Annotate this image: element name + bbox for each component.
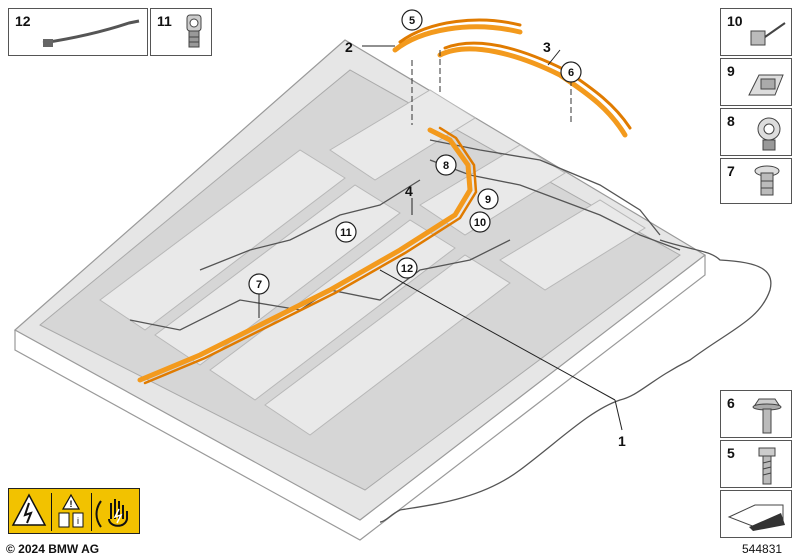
part-box-5: 5 xyxy=(720,440,792,488)
clip-icon xyxy=(750,22,786,46)
part-number: 5 xyxy=(727,445,735,461)
part-box-6: 6 xyxy=(720,390,792,438)
part-number: 11 xyxy=(157,13,172,29)
part-number: 9 xyxy=(727,63,735,79)
svg-text:9: 9 xyxy=(485,194,491,206)
callout-7: 7 xyxy=(248,273,270,318)
bracket-icon xyxy=(748,74,784,96)
label-2: 2 xyxy=(345,39,353,55)
grommet-icon xyxy=(186,14,202,48)
part-number: 6 xyxy=(727,395,735,411)
assembly-reference-box xyxy=(720,490,792,538)
part-box-9: 9 xyxy=(720,58,792,106)
cable-tie-icon xyxy=(42,19,140,47)
label-4: 4 xyxy=(405,183,413,199)
svg-text:11: 11 xyxy=(340,227,352,239)
part-box-8: 8 xyxy=(720,108,792,156)
flange-bolt-icon xyxy=(752,398,782,434)
document-number: 544831 xyxy=(742,542,783,556)
callout-12: 12 xyxy=(396,257,418,279)
callout-6: 6 xyxy=(560,61,582,83)
part-box-7: 7 xyxy=(720,158,792,204)
high-voltage-warning: ! i xyxy=(8,488,140,534)
part-number: 12 xyxy=(15,13,31,29)
svg-text:7: 7 xyxy=(256,279,262,291)
svg-text:6: 6 xyxy=(568,67,574,79)
callout-8: 8 xyxy=(435,154,457,176)
part-box-10: 10 xyxy=(720,8,792,56)
svg-text:i: i xyxy=(77,516,79,526)
svg-text:8: 8 xyxy=(443,160,449,172)
screw-icon xyxy=(758,447,776,485)
part-number: 10 xyxy=(727,13,743,29)
callout-5: 5 xyxy=(401,9,423,31)
cable-clamp-icon xyxy=(757,117,781,151)
copyright-notice: © 2024 BMW AG xyxy=(6,542,100,556)
label-1: 1 xyxy=(618,433,626,449)
high-voltage-cable xyxy=(137,18,632,385)
leader-lines xyxy=(362,45,623,431)
battery-tray xyxy=(13,39,707,541)
arrow-right-icon xyxy=(727,504,785,531)
part-box-12: 12 xyxy=(8,8,148,56)
label-3: 3 xyxy=(543,39,551,55)
expanding-rivet-icon xyxy=(754,165,780,196)
svg-text:!: ! xyxy=(70,499,73,509)
callout-10: 10 xyxy=(469,211,491,233)
part-box-11: 11 xyxy=(150,8,212,56)
svg-text:5: 5 xyxy=(409,15,415,27)
alignment-line xyxy=(411,50,572,125)
callout-9: 9 xyxy=(477,188,499,210)
svg-text:10: 10 xyxy=(474,217,486,229)
callout-11: 11 xyxy=(335,221,357,243)
part-number: 8 xyxy=(727,113,735,129)
part-number: 7 xyxy=(727,163,735,179)
warning-symbols-icon: ! i xyxy=(11,493,128,531)
svg-text:12: 12 xyxy=(401,263,413,275)
